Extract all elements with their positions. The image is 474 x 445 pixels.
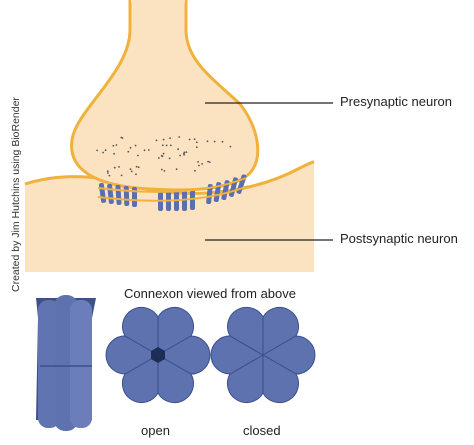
connexon-title: Connexon viewed from above xyxy=(124,286,296,301)
vesicle-dot xyxy=(107,172,109,174)
vesicle-dot xyxy=(188,138,191,141)
vesicle-dot xyxy=(208,161,211,164)
vesicle-dot xyxy=(113,166,116,169)
vesicle-dot xyxy=(195,146,198,149)
vesicle-dot xyxy=(104,149,107,152)
vesicle-dot xyxy=(106,170,109,173)
vesicle-dot xyxy=(113,152,115,155)
postsynaptic-label: Postsynaptic neuron xyxy=(340,231,458,246)
vesicle-dot xyxy=(185,151,188,154)
vesicle-dot xyxy=(179,154,182,157)
vesicle-dot xyxy=(163,170,166,172)
connexon-closed xyxy=(210,306,316,404)
vesicle-dot xyxy=(169,137,172,140)
vesicle-dot xyxy=(229,145,232,148)
vesicle-dot xyxy=(135,165,138,168)
vesicle-dot xyxy=(207,160,210,163)
vesicle-dot xyxy=(169,144,172,147)
vesicle-dot xyxy=(137,154,139,157)
junction-membrane-lower xyxy=(97,185,249,202)
vesicle-dot xyxy=(102,151,104,154)
gap-junction-cluster-middle xyxy=(158,190,195,211)
credit-text: Created by Jim Hutchins using BioRender xyxy=(10,97,22,292)
vesicle-dot xyxy=(198,164,200,167)
open-pore xyxy=(151,347,165,363)
vesicle-dot xyxy=(193,138,196,141)
presynaptic-neuron xyxy=(70,0,260,192)
vesicle-dot xyxy=(165,144,168,147)
vesicle-dot xyxy=(221,140,224,143)
vesicle-dot xyxy=(143,149,146,152)
vesicle-dot xyxy=(135,173,137,176)
vesicle-dot xyxy=(112,144,115,147)
presynaptic-label: Presynaptic neuron xyxy=(340,94,453,109)
closed-label: closed xyxy=(243,423,281,438)
vesicle-dot xyxy=(197,161,200,163)
vesicle-dot xyxy=(178,136,181,138)
vesicle-dot xyxy=(168,157,171,160)
connexon-side-view xyxy=(36,295,96,431)
vesicle-dots xyxy=(96,136,232,177)
presynaptic-top-mask xyxy=(131,0,185,3)
vesicle-dot xyxy=(129,168,132,171)
vesicle-dot xyxy=(137,166,140,169)
vesicle-dot xyxy=(213,140,216,143)
vesicle-dot xyxy=(155,139,158,142)
vesicle-dot xyxy=(118,166,120,168)
vesicle-dot xyxy=(127,150,130,153)
vesicle-dot xyxy=(158,157,160,159)
vesicle-dot xyxy=(201,163,204,165)
junction-membrane-upper xyxy=(97,177,247,193)
vesicle-dot xyxy=(120,136,123,139)
vesicle-dot xyxy=(134,144,137,147)
vesicle-dot xyxy=(161,144,164,147)
vesicle-dot xyxy=(96,149,98,152)
vesicle-dot xyxy=(162,152,165,155)
vesicle-dot xyxy=(175,168,178,171)
vesicle-dot xyxy=(147,149,150,151)
vesicle-dot xyxy=(129,146,132,149)
vesicle-dot xyxy=(160,168,163,171)
vesicle-dot xyxy=(162,138,165,141)
vesicle-dot xyxy=(195,141,198,144)
postsynaptic-membrane xyxy=(24,160,315,195)
vesicle-dot xyxy=(115,144,118,146)
vesicle-dot xyxy=(177,148,180,151)
vesicle-dot xyxy=(160,154,163,157)
vesicle-dot xyxy=(183,153,186,156)
open-label: open xyxy=(141,423,170,438)
vesicle-dot xyxy=(206,140,209,143)
vesicle-dot xyxy=(130,170,133,173)
vesicle-dot xyxy=(108,174,111,177)
vesicle-dot xyxy=(120,174,123,177)
vesicle-dot xyxy=(194,169,196,172)
connexon-open xyxy=(105,306,211,404)
